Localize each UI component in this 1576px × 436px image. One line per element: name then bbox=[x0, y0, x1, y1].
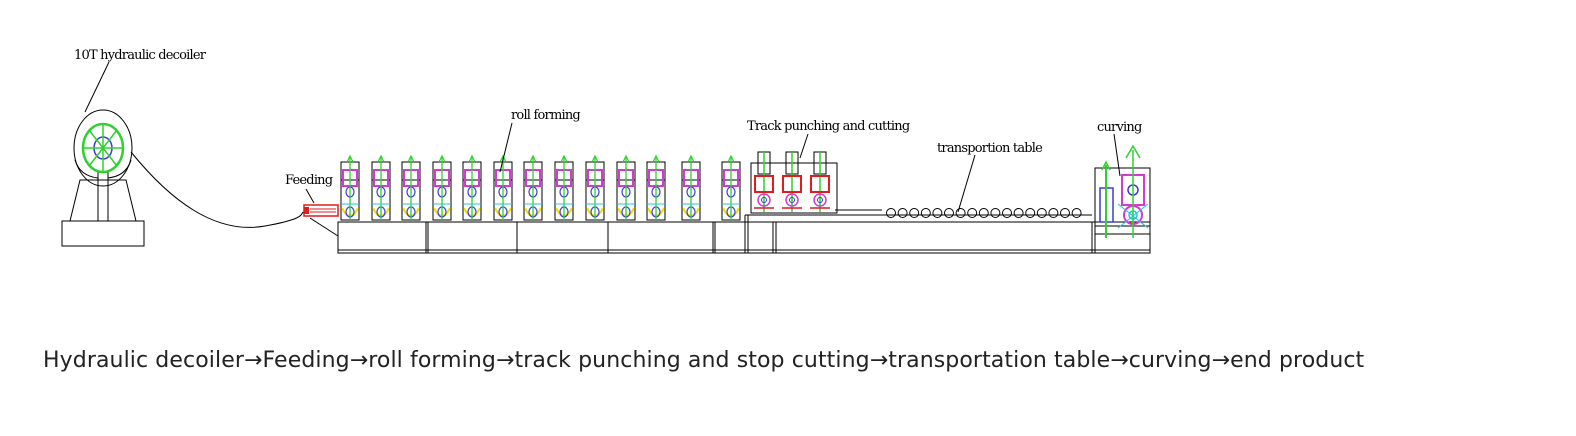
table-roller bbox=[886, 208, 896, 218]
roll-stand bbox=[340, 154, 360, 221]
table-roller bbox=[990, 208, 1001, 218]
table-roller bbox=[920, 208, 931, 218]
punch-station bbox=[782, 151, 802, 212]
hydraulic-decoiler bbox=[61, 61, 145, 247]
label-curving: curving bbox=[1097, 120, 1142, 135]
table-roller bbox=[955, 208, 966, 218]
steel-strip bbox=[130, 151, 307, 228]
roll-stand bbox=[554, 154, 574, 221]
roll-stand bbox=[616, 154, 636, 221]
roll-stand bbox=[462, 154, 482, 221]
table-roller bbox=[1048, 208, 1059, 218]
production-line-diagram: 10T hydraulic decoiler Feeding roll form… bbox=[61, 48, 1151, 254]
roll-stand bbox=[646, 154, 666, 221]
roll-forming-stands bbox=[340, 154, 741, 221]
roll-stand bbox=[493, 154, 513, 221]
table-roller bbox=[944, 208, 954, 218]
table-roller bbox=[909, 208, 920, 218]
table-roller bbox=[1060, 208, 1070, 218]
roll-stand bbox=[523, 154, 543, 221]
table-roller bbox=[1071, 208, 1082, 218]
curving-unit bbox=[1094, 133, 1151, 238]
roll-stand bbox=[585, 154, 605, 221]
machine-base bbox=[337, 209, 1151, 254]
label-feeding: Feeding bbox=[285, 173, 333, 188]
table-roller bbox=[1013, 208, 1024, 218]
table-roller bbox=[978, 208, 989, 218]
roll-stand bbox=[432, 154, 452, 221]
roll-stand bbox=[401, 154, 421, 221]
punching-cutting-unit bbox=[750, 151, 838, 214]
label-decoiler: 10T hydraulic decoiler bbox=[74, 48, 207, 63]
table-roller bbox=[1025, 208, 1036, 218]
roll-stand bbox=[371, 154, 391, 221]
label-roll-forming: roll forming bbox=[511, 108, 580, 123]
label-punching-cutting: Track punching and cutting bbox=[747, 119, 910, 134]
table-roller bbox=[1036, 208, 1047, 218]
process-flow-caption: Hydraulic decoiler→Feeding→roll forming→… bbox=[43, 348, 1365, 373]
table-roller bbox=[897, 208, 908, 218]
label-transport-table: transportion table bbox=[937, 141, 1043, 156]
leader-lines bbox=[499, 122, 976, 213]
transport-table bbox=[886, 208, 1082, 218]
table-roller bbox=[1002, 208, 1012, 218]
roll-stand bbox=[681, 154, 701, 221]
roll-stand bbox=[721, 154, 741, 221]
table-roller bbox=[932, 208, 943, 218]
table-roller bbox=[967, 208, 978, 218]
feeding-unit bbox=[303, 188, 339, 237]
punch-station bbox=[754, 151, 774, 212]
punch-station bbox=[810, 151, 830, 212]
